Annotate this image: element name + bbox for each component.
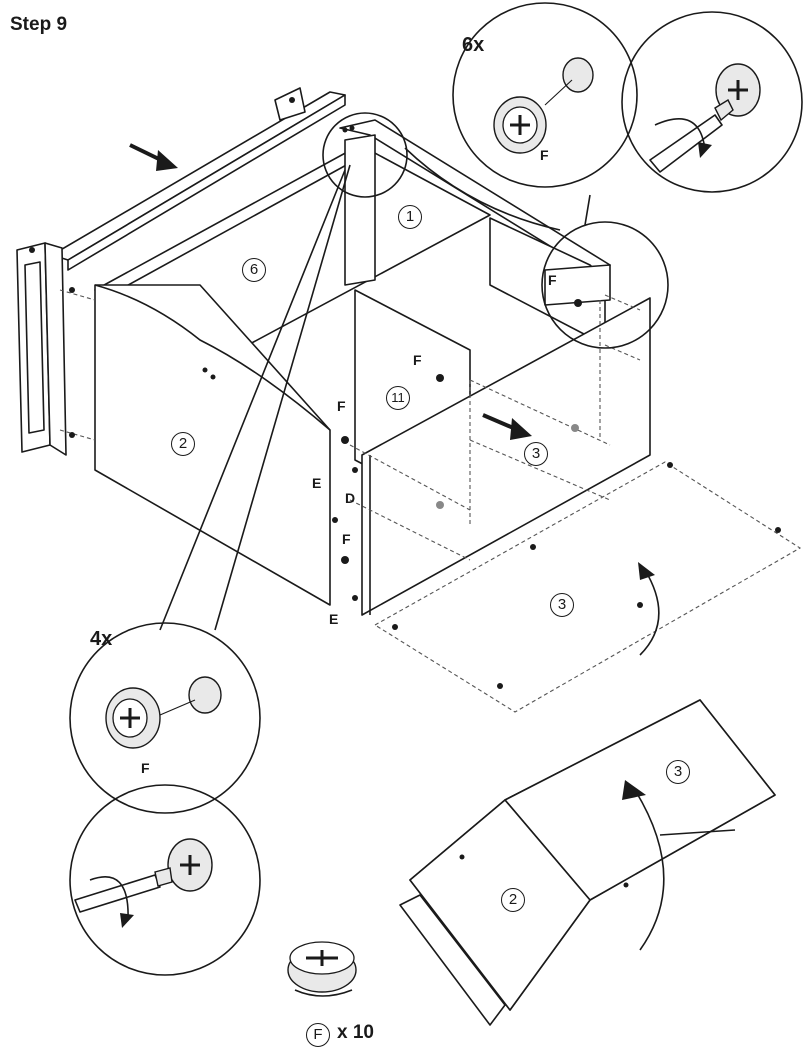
fitting-label-F-left-top: F [337, 398, 346, 414]
part-label-11: 11 [386, 386, 410, 410]
fitting-label-F-left-low: F [342, 531, 351, 547]
fitting-label-F-left-callout: F [141, 760, 150, 776]
panel-1-side [344, 134, 376, 286]
callout-circle-cam-left [69, 622, 261, 814]
part-label-6: 6 [242, 258, 266, 282]
fitting-label-F-right: F [548, 272, 557, 288]
part-label-3-flip: 3 [666, 760, 690, 784]
right-side-panel [544, 264, 611, 306]
zoom-circle-right [541, 221, 669, 349]
cam-fitting-footer-icon [287, 941, 357, 997]
callout-circle-screwdriver-left [69, 784, 261, 976]
left-end-frame [16, 242, 67, 456]
screwdriver-top [649, 63, 761, 173]
callout-circle-screwdriver-top [621, 11, 803, 193]
part-label-3-bottom: 3 [550, 593, 574, 617]
zoom-source-top [322, 112, 408, 198]
qty-6x: 6x [462, 34, 485, 56]
panel-2 [94, 284, 331, 606]
fitting-marks [69, 125, 781, 689]
callout-circle-cam [452, 2, 638, 188]
footer-part-letter: F [306, 1023, 330, 1047]
fitting-label-D: D [345, 490, 356, 506]
part-label-3-front: 3 [524, 442, 548, 466]
screwdriver-left [74, 838, 213, 928]
back-rail [51, 87, 346, 271]
panel-3-front [361, 297, 651, 616]
footer-count: x 10 [337, 1022, 374, 1043]
part-label-1: 1 [398, 205, 422, 229]
cam-fitting-top [493, 57, 594, 154]
step-title: Step 9 [10, 14, 68, 35]
fitting-label-F-center: F [413, 352, 422, 368]
fitting-label-F-top-callout: F [540, 147, 549, 163]
flipped-assembly [399, 699, 776, 1026]
part-label-2: 2 [171, 432, 195, 456]
fitting-label-E-upper: E [312, 475, 322, 491]
cam-fitting-left [105, 676, 222, 749]
rotate-arrow-bottom [638, 562, 660, 656]
qty-4x: 4x [90, 628, 113, 650]
insert-arrow-front [482, 413, 532, 440]
panel-3-bottom [373, 461, 802, 713]
part-label-2-flip: 2 [501, 888, 525, 912]
guide-lines [59, 289, 641, 561]
fitting-label-E-lower: E [329, 611, 339, 627]
insert-arrow-top [129, 143, 178, 171]
